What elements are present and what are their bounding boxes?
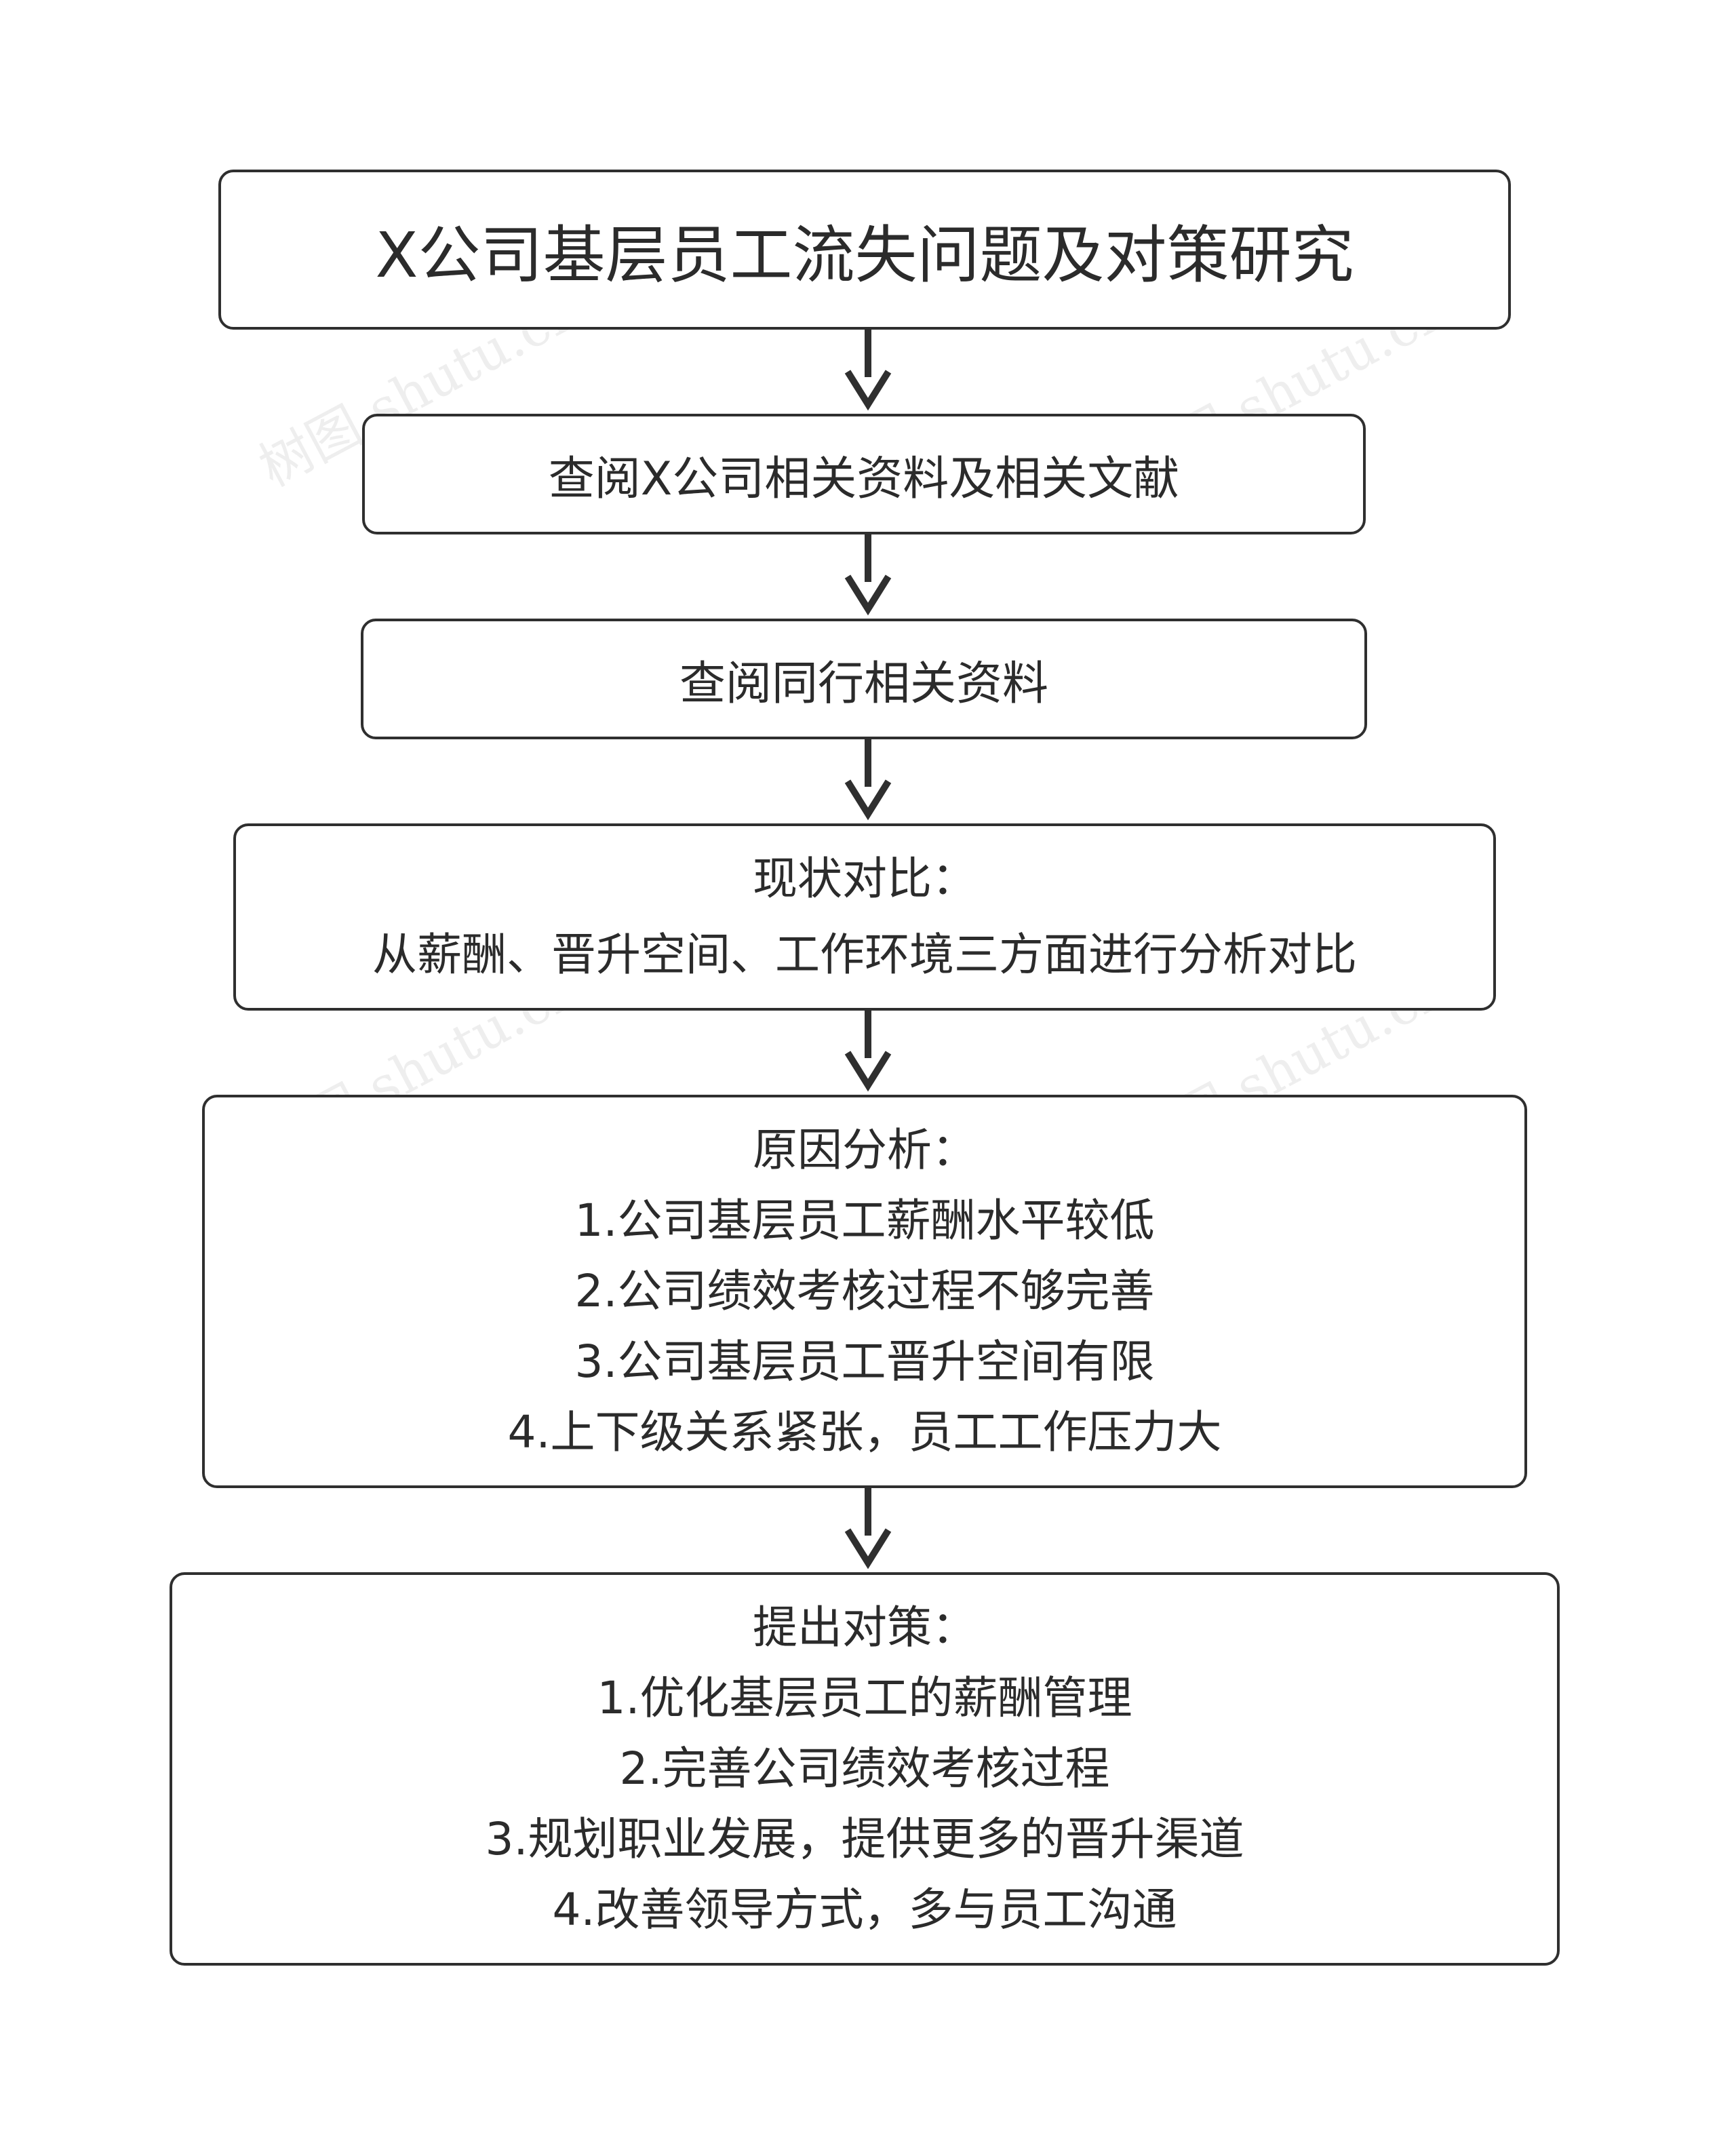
list-item: 2.公司绩效考核过程不够完善 [574, 1265, 1155, 1317]
node-text: X公司基层员工流失问题及对策研究 [375, 218, 1354, 292]
node-text: 查阅同行相关资料 [679, 657, 1048, 711]
step-node-research-peers: 查阅同行相关资料 [361, 619, 1367, 739]
list-item: 4.改善领导方式，多与员工沟通 [552, 1884, 1177, 1936]
node-text: 从薪酬、晋升空间、工作环境三方面进行分析对比 [372, 929, 1357, 981]
arrow-down-icon [844, 1488, 892, 1570]
node-text: 查阅X公司相关资料及相关文献 [548, 452, 1180, 506]
step-node-countermeasures: 提出对策： 1.优化基层员工的薪酬管理 2.完善公司绩效考核过程 3.规划职业发… [170, 1572, 1560, 1966]
title-node: X公司基层员工流失问题及对策研究 [218, 170, 1511, 330]
node-heading: 现状对比： [753, 853, 976, 905]
arrow-down-icon [844, 739, 892, 821]
list-item: 1.公司基层员工薪酬水平较低 [574, 1194, 1155, 1247]
list-item: 2.完善公司绩效考核过程 [619, 1742, 1110, 1795]
arrow-down-icon [844, 534, 892, 616]
step-node-cause-analysis: 原因分析： 1.公司基层员工薪酬水平较低 2.公司绩效考核过程不够完善 3.公司… [202, 1095, 1527, 1488]
step-node-research-company: 查阅X公司相关资料及相关文献 [362, 414, 1366, 534]
node-heading: 原因分析： [753, 1124, 976, 1176]
list-item: 1.优化基层员工的薪酬管理 [597, 1672, 1132, 1724]
list-item: 4.上下级关系紧张，员工工作压力大 [507, 1406, 1222, 1458]
list-item: 3.公司基层员工晋升空间有限 [574, 1336, 1155, 1388]
list-item: 3.规划职业发展，提供更多的晋升渠道 [485, 1813, 1244, 1865]
step-node-status-comparison: 现状对比： 从薪酬、晋升空间、工作环境三方面进行分析对比 [233, 823, 1496, 1011]
arrow-down-icon [844, 1011, 892, 1092]
arrow-down-icon [844, 330, 892, 411]
node-heading: 提出对策： [753, 1601, 976, 1654]
